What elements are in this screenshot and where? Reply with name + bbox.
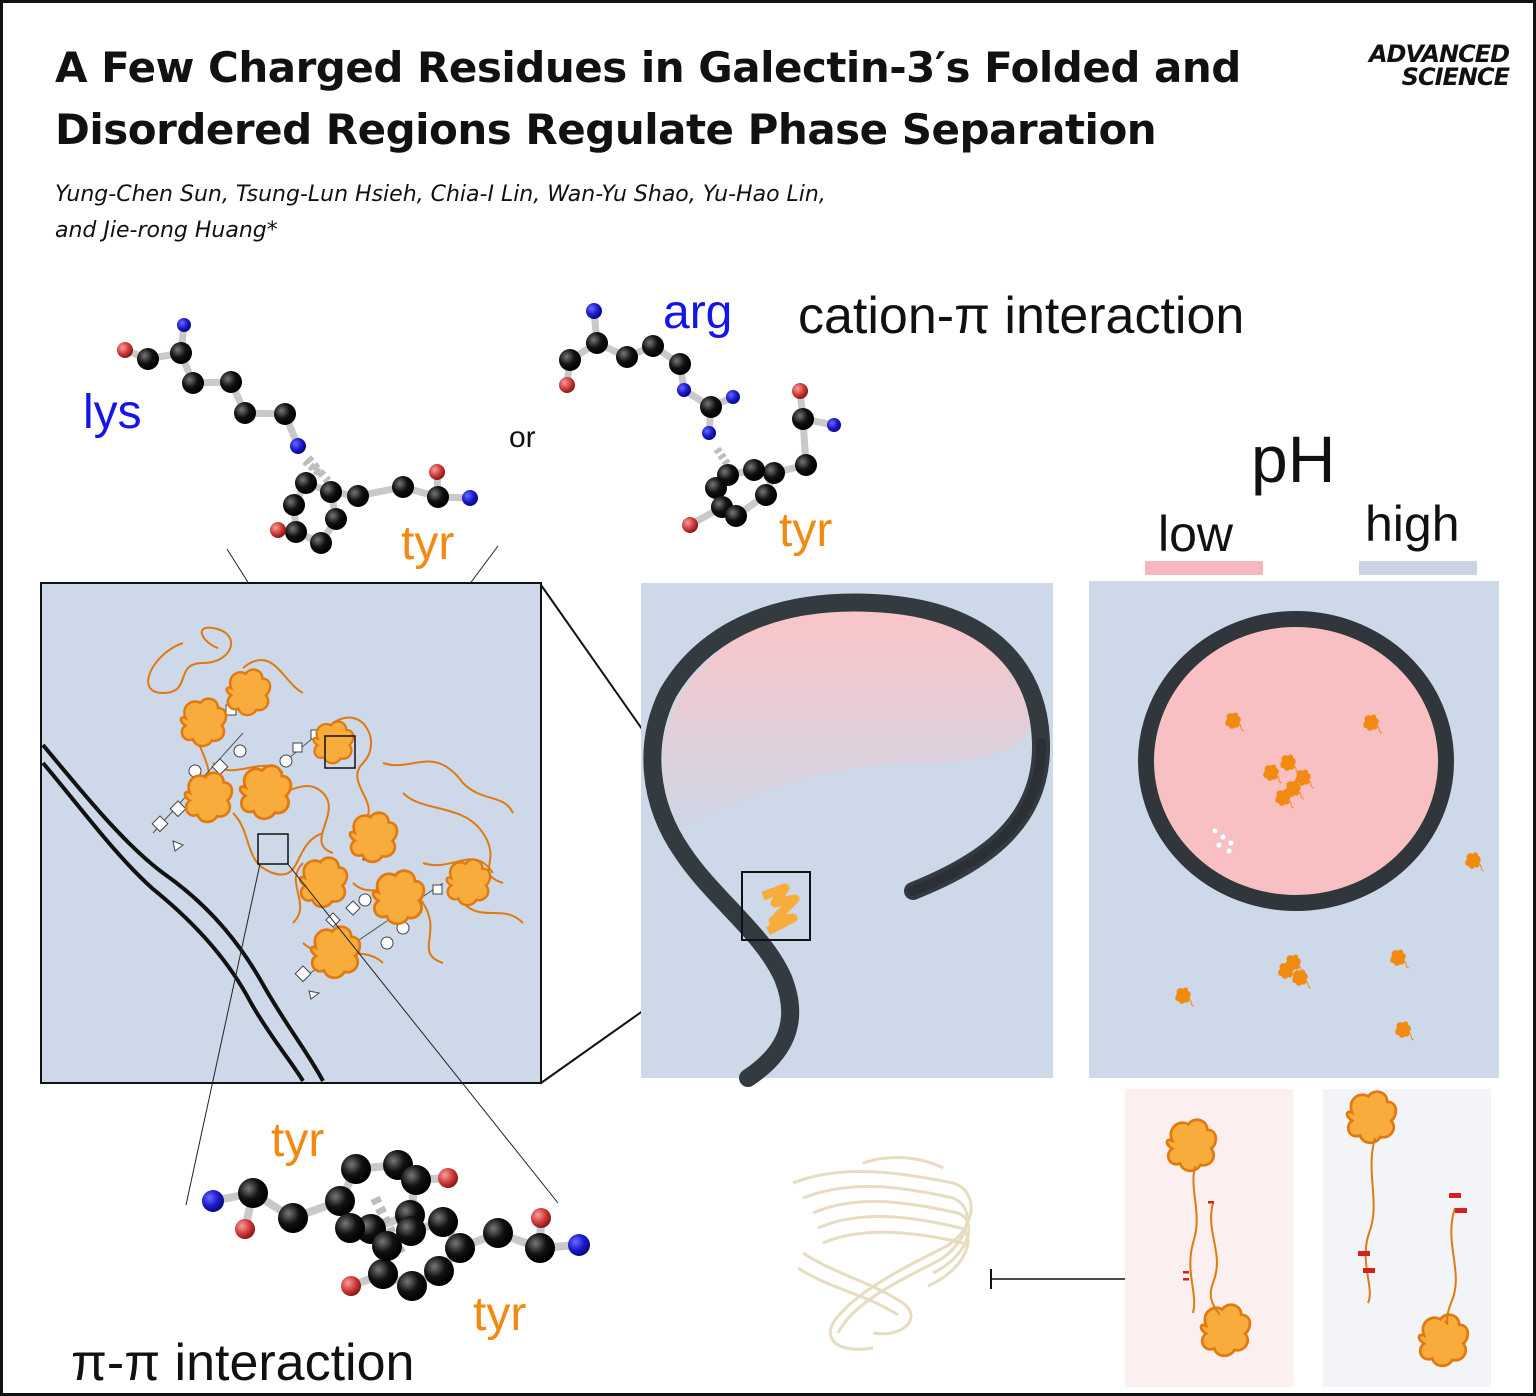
condensate-detail-panel <box>40 582 542 1084</box>
fibril-ribbon <box>792 1156 973 1351</box>
arg-label: arg <box>663 286 733 339</box>
tyr-label-bottom-2: tyr <box>473 1288 527 1341</box>
droplet-boundary <box>1138 611 1454 911</box>
authors-line-1: Yung-Chen Sun, Tsung-Lun Hsieh, Chia-I L… <box>55 182 826 207</box>
high-ph-protein-panel <box>1323 1089 1491 1387</box>
lys-label: lys <box>83 386 142 439</box>
low-ph-swatch <box>1145 561 1263 575</box>
title-line-1: A Few Charged Residues in Galectin-3′s F… <box>55 43 1241 92</box>
low-ph-protein-panel <box>1125 1089 1293 1387</box>
low-ph-label: low <box>1158 506 1234 562</box>
zoom-box-droplet <box>741 871 811 941</box>
negative-charge-mark <box>1363 1268 1375 1273</box>
negative-charge-mark <box>1358 1251 1370 1256</box>
droplet-wetting-panel <box>641 583 1053 1087</box>
lys-tyr-molecule <box>117 318 478 554</box>
tyr-label-top-left: tyr <box>401 517 455 570</box>
ph-label: pH <box>1251 422 1336 496</box>
arg-tyr-molecule <box>559 303 841 533</box>
journal-logo: ADVANCED SCIENCE <box>1368 40 1510 91</box>
tyr-label-top-right: tyr <box>779 504 833 557</box>
negative-charge-mark <box>1183 1278 1189 1281</box>
title-line-2: Disordered Regions Regulate Phase Separa… <box>55 105 1157 154</box>
droplet-glycans <box>1211 827 1235 855</box>
droplet-ph-panel <box>1089 581 1499 1078</box>
article-title: A Few Charged Residues in Galectin-3′s F… <box>55 37 1305 161</box>
negative-charge-mark <box>1208 1201 1214 1204</box>
zoom-box-cation-pi <box>324 735 356 769</box>
zoom-box-pi-pi <box>257 833 289 865</box>
journal-logo-line-2: SCIENCE <box>1401 63 1510 91</box>
or-label: or <box>509 421 536 454</box>
cation-pi-label: cation-π interaction <box>798 287 1245 345</box>
pi-pi-label: π-π interaction <box>71 1334 415 1392</box>
droplet-membrane <box>643 593 1051 1087</box>
author-list: Yung-Chen Sun, Tsung-Lun Hsieh, Chia-I L… <box>55 177 1055 249</box>
negative-charge-mark <box>1183 1271 1189 1274</box>
diagram-canvas <box>40 303 1499 1387</box>
high-ph-swatch <box>1359 561 1477 575</box>
zoom-lines-bottom <box>185 862 559 1206</box>
tyr-label-bottom-1: tyr <box>271 1114 325 1167</box>
high-ph-label: high <box>1365 496 1460 552</box>
negative-charge-mark <box>1455 1208 1467 1213</box>
droplet-contact-proteins <box>761 883 800 935</box>
membrane-lines <box>41 743 325 1083</box>
tyr-tyr-molecule <box>202 1150 590 1301</box>
authors-line-2: and Jie-rong Huang* <box>55 218 278 243</box>
journal-logo-line-1: ADVANCED <box>1368 40 1510 68</box>
negative-charge-mark <box>1449 1193 1461 1198</box>
